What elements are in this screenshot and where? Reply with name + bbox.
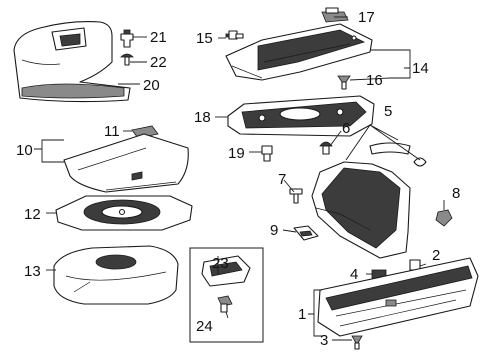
part-3-clip: [351, 335, 363, 350]
part-5-side-trim: [311, 161, 411, 259]
callout-13: 13: [24, 263, 41, 280]
part-10-floor-mat: [63, 133, 189, 193]
part-7-push-pin: [289, 188, 303, 204]
callout-16: 16: [366, 72, 383, 89]
callout-12: 12: [24, 206, 41, 223]
callout-labels: 21 22 20 15 17 14 16 18 11 10 19 6 5 7 8…: [16, 9, 460, 349]
callout-14: 14: [412, 60, 429, 77]
callout-4: 4: [350, 266, 358, 283]
callout-7: 7: [278, 171, 286, 188]
callout-9: 9: [270, 222, 278, 239]
leader-lines: [34, 16, 445, 341]
callout-8: 8: [452, 185, 460, 202]
part-17-clip: [321, 7, 349, 23]
part-24-bulb: [217, 295, 233, 313]
part-1-sill-plate: [317, 257, 479, 337]
part-13-foam-filler: [53, 245, 179, 305]
callout-18: 18: [194, 109, 211, 126]
part-21-clip: [120, 29, 134, 48]
part-18-floor-panel: [227, 95, 375, 137]
part-19-bolt: [261, 145, 273, 162]
callout-23: 23: [212, 255, 229, 272]
part-5-trunk-handle: [369, 142, 427, 167]
callout-5: 5: [384, 103, 392, 120]
callout-15: 15: [196, 30, 213, 47]
callout-2: 2: [432, 247, 440, 264]
part-16-clip: [337, 75, 351, 90]
callout-6: 6: [342, 120, 350, 137]
callout-17: 17: [358, 9, 375, 26]
part-14-package-tray-panel: [225, 23, 373, 81]
part-22-clip: [120, 53, 134, 66]
part-12-spare-tire-tray: [55, 195, 193, 231]
part-6-clip: [319, 141, 333, 155]
callout-20: 20: [143, 77, 160, 94]
callout-11: 11: [104, 123, 120, 140]
callout-21: 21: [150, 29, 167, 46]
part-8-fastener: [435, 209, 453, 227]
callout-10: 10: [16, 142, 33, 159]
callout-19: 19: [228, 145, 245, 162]
part-20-package-tray-trim: [13, 21, 131, 103]
part-9-grommet: [293, 225, 319, 241]
callout-3: 3: [320, 332, 328, 349]
callout-22: 22: [150, 54, 167, 71]
part-11-pad: [131, 125, 159, 139]
callout-24: 24: [196, 318, 213, 335]
part-15-screw: [225, 30, 244, 40]
callout-1: 1: [298, 306, 306, 323]
